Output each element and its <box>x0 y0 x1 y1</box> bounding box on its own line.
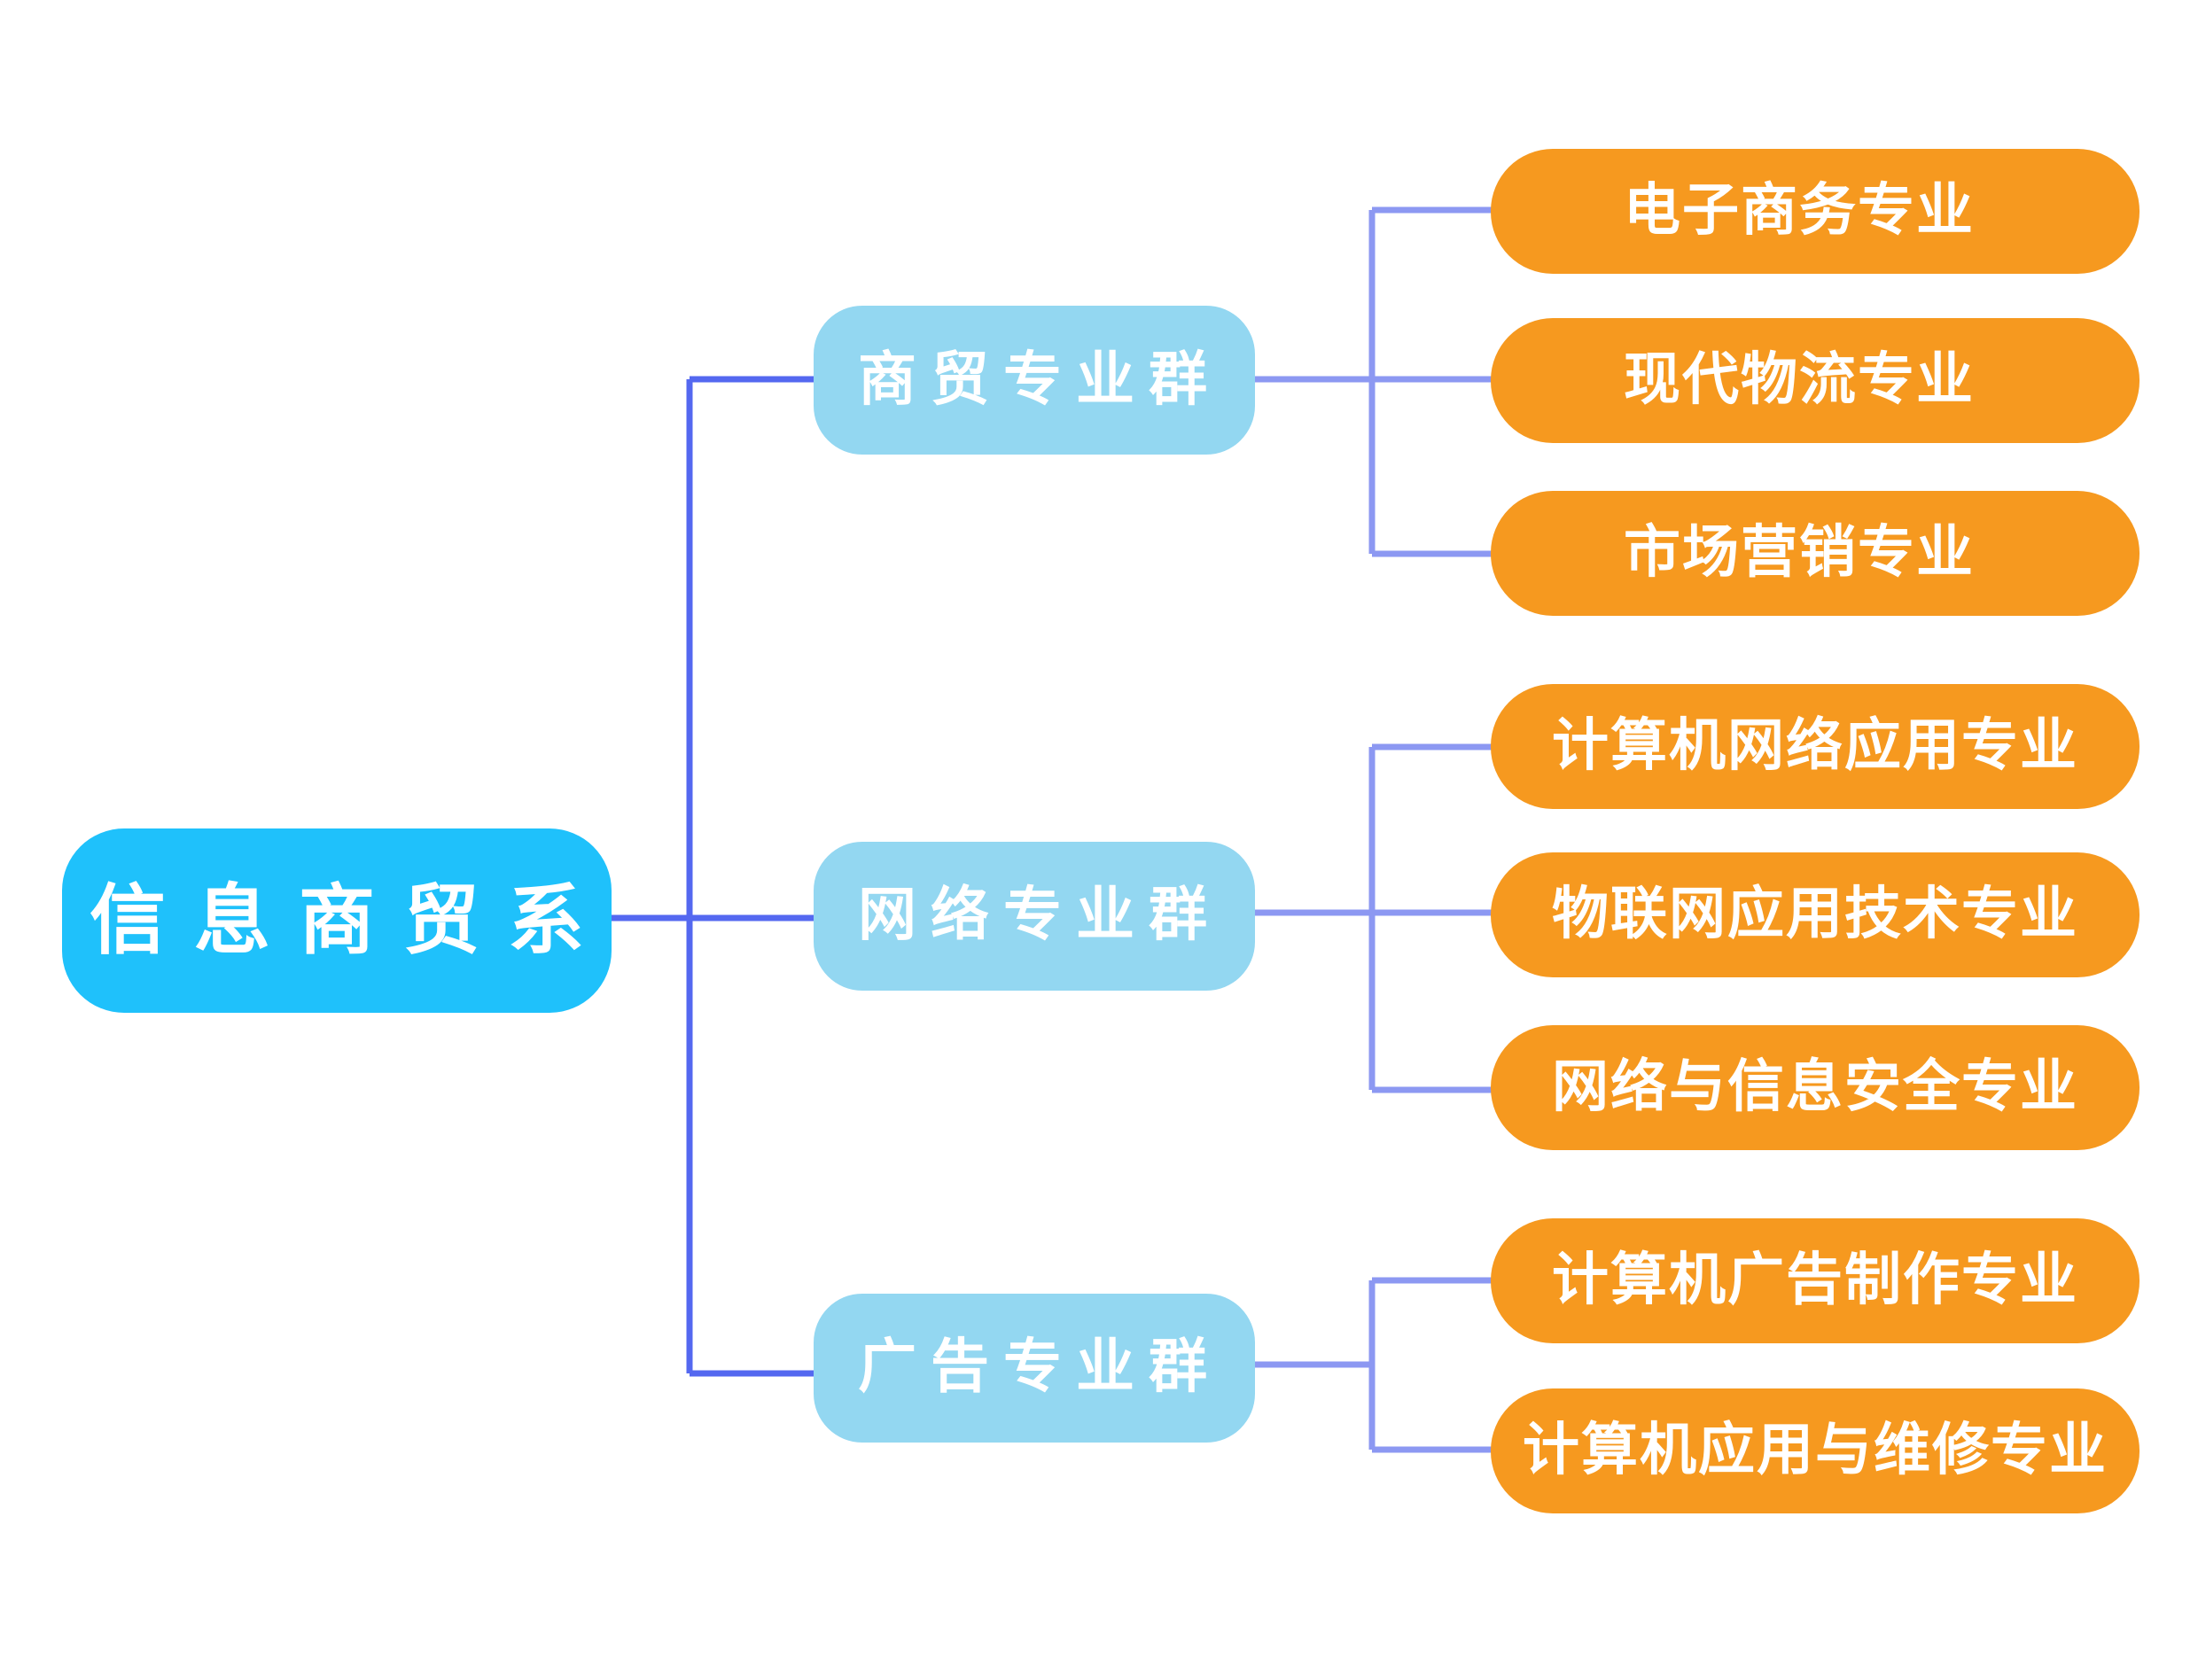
major-node-label: 物联网应用技术专业 <box>1552 882 2078 947</box>
major-node-label: 计算机网络应用专业 <box>1552 713 2078 779</box>
major-node-box <box>1491 684 2140 809</box>
major-node: 计算机应用与维修专业 <box>1491 1388 2140 1513</box>
group-node-label: 网络专业群 <box>858 881 1221 949</box>
group-node-box <box>814 1294 1255 1443</box>
group-node-label: 商贸专业群 <box>858 346 1221 414</box>
group-node-label: 广告专业群 <box>858 1333 1221 1401</box>
major-node: 计算机广告制作专业 <box>1491 1218 2140 1343</box>
major-node-label: 市场营销专业 <box>1624 520 1975 586</box>
group-node-box <box>814 842 1255 991</box>
group-node-box <box>814 306 1255 455</box>
major-node-box <box>1491 1218 2140 1343</box>
trunk-connector <box>612 376 815 1377</box>
group-node-3: 广告专业群 <box>814 1294 1255 1443</box>
major-node-box <box>1491 149 2140 274</box>
major-node-label: 网络与信息安全专业 <box>1552 1054 2078 1120</box>
major-node-label: 电子商务专业 <box>1624 178 1975 244</box>
root-node-label: 信息商贸系 <box>90 876 612 965</box>
root-node: 信息商贸系 <box>62 828 612 1013</box>
major-node-box <box>1491 1025 2140 1150</box>
major-node: 电子商务专业 <box>1491 149 2140 274</box>
connector-lines <box>612 206 1493 1453</box>
major-node-box <box>1491 491 2140 616</box>
major-node-label: 现代物流专业 <box>1624 347 1975 413</box>
major-node-label: 计算机广告制作专业 <box>1552 1248 2078 1313</box>
major-node-box <box>1491 318 2140 443</box>
major-node: 市场营销专业 <box>1491 491 2140 616</box>
major-node-box <box>1491 852 2140 977</box>
major-node: 网络与信息安全专业 <box>1491 1025 2140 1150</box>
major-node-box <box>1491 1388 2140 1513</box>
root-node-box <box>62 828 612 1013</box>
branch-connector-group-3 <box>1253 1277 1493 1453</box>
branch-connector-group-1 <box>1253 206 1493 557</box>
group-node-1: 商贸专业群 <box>814 306 1255 455</box>
branch-connector-group-2 <box>1253 743 1493 1093</box>
major-node: 物联网应用技术专业 <box>1491 852 2140 977</box>
major-node: 现代物流专业 <box>1491 318 2140 443</box>
major-node: 计算机网络应用专业 <box>1491 684 2140 809</box>
group-node-2: 网络专业群 <box>814 842 1255 991</box>
major-node-label: 计算机应用与维修专业 <box>1523 1418 2108 1483</box>
